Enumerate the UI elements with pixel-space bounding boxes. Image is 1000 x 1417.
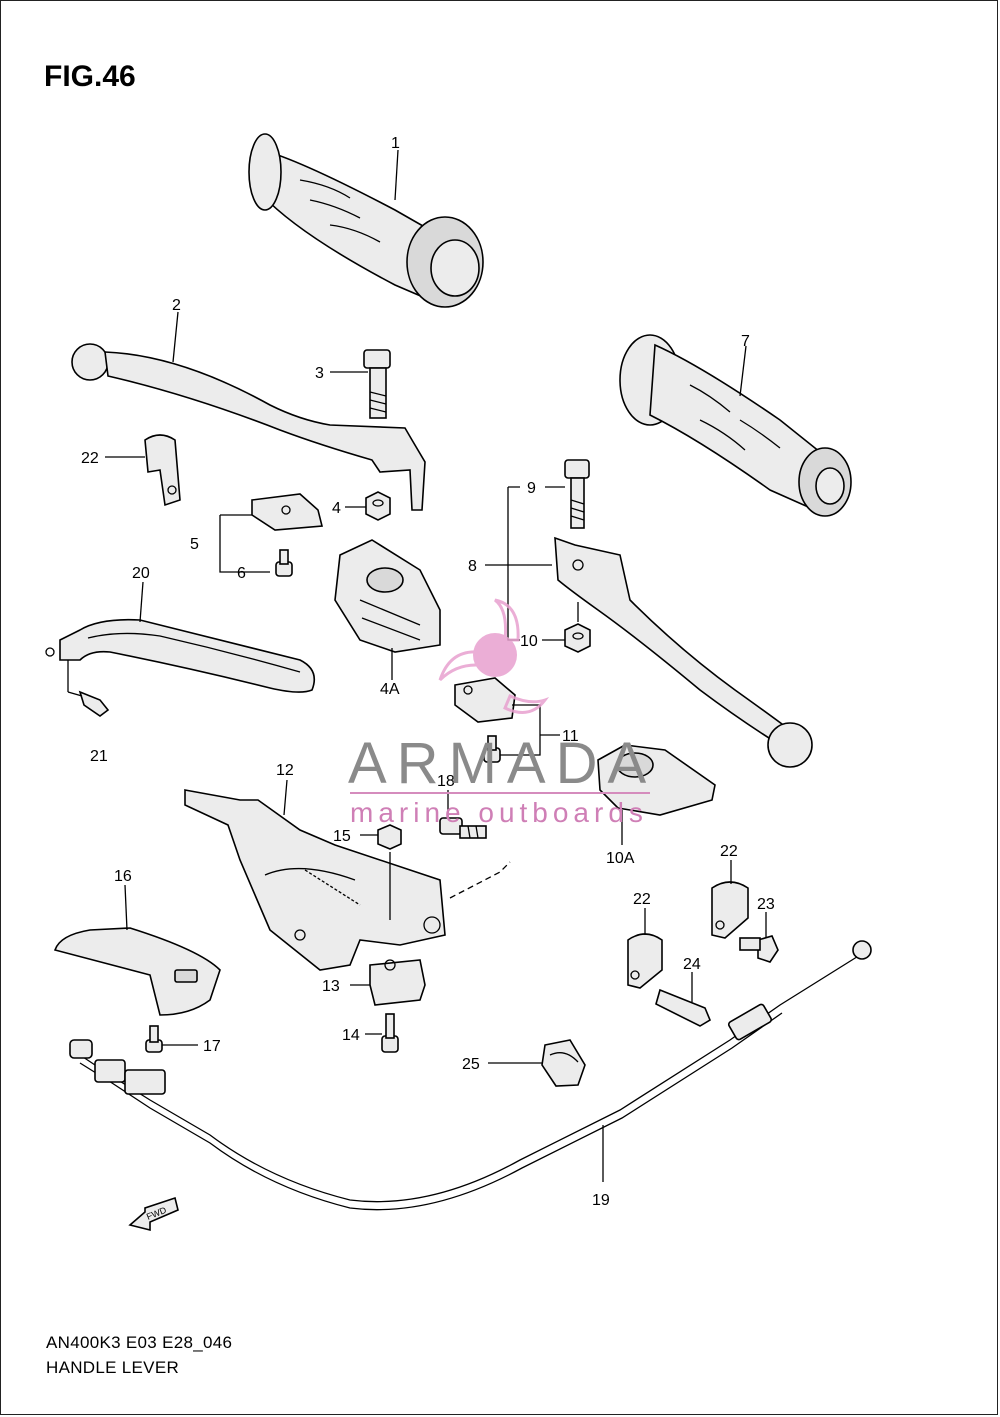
callout-19: 19 [592, 1192, 610, 1209]
part-22-clamp-middle[interactable] [627, 933, 663, 989]
part-12-housing[interactable] [184, 789, 446, 971]
watermark-rule [350, 792, 650, 794]
part-1-grip[interactable] [248, 133, 484, 308]
callout-20: 20 [132, 565, 150, 582]
callout-6: 6 [237, 565, 246, 582]
part-14-screw[interactable] [381, 1013, 399, 1053]
part-20-guard[interactable] [45, 618, 316, 693]
part-10-nut[interactable] [564, 623, 591, 653]
callout-8: 8 [468, 558, 477, 575]
watermark-logo-icon [438, 598, 550, 714]
part-18-bolt[interactable] [439, 817, 487, 839]
part-19-cable[interactable] [69, 940, 872, 1211]
callout-11: 11 [562, 728, 579, 745]
callout-10a: 10A [606, 850, 635, 867]
callout-9: 9 [527, 480, 536, 497]
callout-21: 21 [90, 748, 108, 765]
fwd-arrow-icon: FWD [128, 1196, 179, 1232]
part-17-screw[interactable] [145, 1025, 163, 1053]
callout-24: 24 [683, 956, 701, 973]
callout-22-middle: 22 [633, 891, 651, 908]
callout-4a: 4A [380, 681, 400, 698]
part-24-collar[interactable] [655, 988, 712, 1027]
callout-10: 10 [520, 633, 538, 650]
part-22-clamp-left[interactable] [144, 434, 181, 507]
part-15-nut[interactable] [377, 824, 402, 850]
part-4-nut[interactable] [365, 491, 391, 521]
part-2-lever[interactable] [71, 343, 426, 511]
callout-22-right: 22 [720, 843, 738, 860]
callout-22-left: 22 [81, 450, 99, 467]
part-3-bolt[interactable] [363, 349, 391, 419]
footer-section-name: HANDLE LEVER [46, 1358, 180, 1377]
callout-17: 17 [203, 1038, 221, 1055]
footer-model-code: AN400K3 E03 E28_046 [46, 1333, 233, 1352]
watermark-brand: ARMADA [348, 731, 657, 796]
part-23-bolt[interactable] [739, 935, 779, 963]
part-25-clip[interactable] [541, 1039, 586, 1087]
callout-2: 2 [172, 297, 181, 314]
callout-14: 14 [342, 1027, 360, 1044]
figure-title: FIG.46 [44, 60, 136, 93]
callout-4: 4 [332, 500, 341, 517]
part-8-lever[interactable] [554, 536, 813, 768]
part-22-clamp-right[interactable] [711, 881, 749, 939]
callout-5: 5 [190, 536, 199, 553]
part-13-switch[interactable] [369, 959, 426, 1006]
callout-12: 12 [276, 762, 294, 779]
part-16-cover[interactable] [53, 927, 221, 1016]
callout-18: 18 [437, 773, 455, 790]
part-5-switch[interactable] [251, 493, 324, 531]
part-11-switch[interactable] [454, 677, 516, 763]
callout-13: 13 [322, 978, 340, 995]
part-7-grip[interactable] [619, 334, 852, 517]
part-9-bolt[interactable] [564, 459, 590, 529]
callout-7: 7 [741, 333, 750, 350]
callout-3: 3 [315, 365, 324, 382]
callout-23: 23 [757, 896, 775, 913]
watermark-tagline: marine outboards [350, 797, 648, 828]
callout-1: 1 [391, 135, 400, 152]
part-4a-holder[interactable] [334, 539, 441, 653]
part-10a-holder[interactable] [597, 744, 716, 816]
part-21-screw[interactable] [78, 690, 110, 717]
callout-25: 25 [462, 1056, 480, 1073]
callout-16: 16 [114, 868, 132, 885]
part-6-screw[interactable] [275, 549, 293, 577]
callout-15: 15 [333, 828, 351, 845]
